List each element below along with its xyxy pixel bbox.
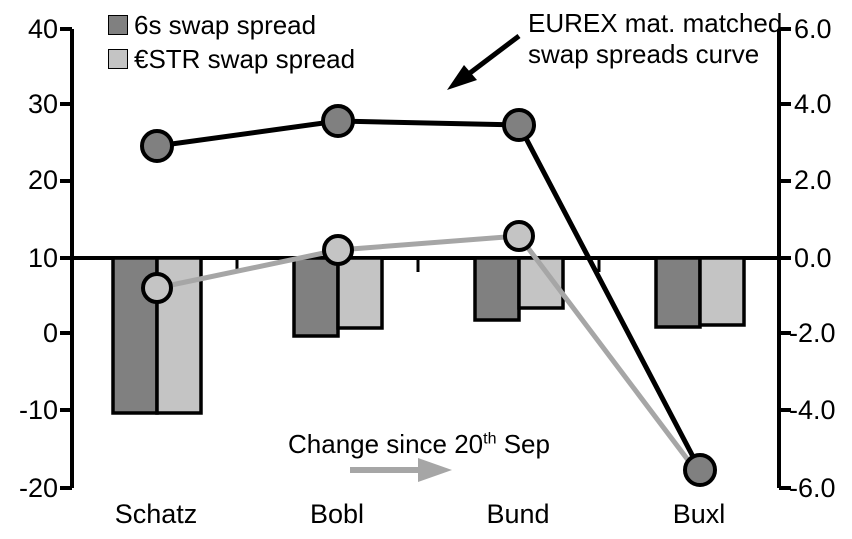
y-left-tick-label-20: 20	[27, 165, 58, 195]
line-marker-eurex-buxl	[683, 453, 717, 487]
arrow-right-icon	[350, 458, 452, 482]
legend-item-estr-swap-spread: €STR swap spread	[108, 42, 355, 76]
y-left-tick-label-40: 40	[27, 14, 58, 44]
change-annotation: Change since 20th Sep	[288, 429, 550, 460]
y-right-tick-label-0: 0.0	[794, 243, 832, 273]
bar-group-bobl	[292, 256, 384, 338]
y-left-tick-label-30: 30	[27, 89, 58, 119]
legend-item-6s-swap-spread: 6s swap spread	[108, 8, 355, 42]
x-tick-label-bobl: Bobl	[309, 499, 365, 529]
line-marker-eurex-bund	[502, 108, 536, 142]
bar-6s-buxl	[654, 256, 702, 329]
line-marker-eurex-bobl	[321, 104, 355, 138]
line-marker-eurex-schatz	[140, 129, 174, 163]
eurex-annotation-line1: EUREX mat. matched	[528, 8, 783, 38]
legend-swatch-icon-dark	[108, 15, 128, 35]
line-series-change-since	[141, 220, 702, 478]
y-left-tick-label-0: 0	[42, 318, 58, 348]
y-right-tick-label-m4: -4.0	[789, 395, 836, 425]
y-right-tick-label-6: 6.0	[794, 14, 832, 44]
y-right-tick-label-m6: -6.0	[789, 473, 836, 503]
eurex-annotation: EUREX mat. matched swap spreads curve	[528, 8, 782, 70]
bar-group-buxl	[654, 256, 746, 329]
y-right-tick-label-2: 2.0	[794, 165, 832, 195]
bar-6s-bobl	[292, 256, 340, 338]
y-right-tick-label-m2: -2.0	[789, 318, 836, 348]
bar-6s-bund	[473, 256, 521, 322]
y-left-tick-label-m20: -20	[18, 473, 58, 503]
bar-estr-buxl	[698, 256, 746, 327]
x-tick-label-buxl: Buxl	[672, 499, 726, 529]
x-tick-label-schatz: Schatz	[114, 499, 198, 529]
line-marker-change-bund	[503, 220, 535, 252]
change-annotation-ordinal: th	[483, 430, 497, 448]
line-series-eurex-curve	[140, 104, 717, 487]
legend-swatch-icon-light	[108, 49, 128, 69]
y-axis-left	[60, 27, 74, 490]
chart-legend: 6s swap spread €STR swap spread	[108, 8, 355, 76]
legend-label-estr-swap-spread: €STR swap spread	[134, 44, 356, 74]
change-annotation-suffix: Sep	[496, 429, 550, 459]
line-marker-change-bobl	[322, 234, 354, 266]
change-annotation-prefix: Change since 20	[288, 429, 484, 459]
y-left-tick-label-m10: -10	[18, 395, 58, 425]
bar-group-schatz	[111, 256, 203, 415]
y-left-tick-label-10: 10	[27, 243, 58, 273]
eurex-annotation-line2: swap spreads curve	[528, 39, 760, 69]
line-marker-change-schatz	[141, 272, 173, 304]
x-tick-label-bund: Bund	[486, 499, 550, 529]
legend-label-6s-swap-spread: 6s swap spread	[134, 10, 317, 40]
arrow-down-left-icon	[447, 34, 521, 90]
y-axis-right	[777, 27, 791, 490]
y-right-tick-label-4: 4.0	[794, 89, 832, 119]
bar-estr-bobl	[336, 256, 384, 330]
bar-group-bund	[473, 256, 565, 322]
